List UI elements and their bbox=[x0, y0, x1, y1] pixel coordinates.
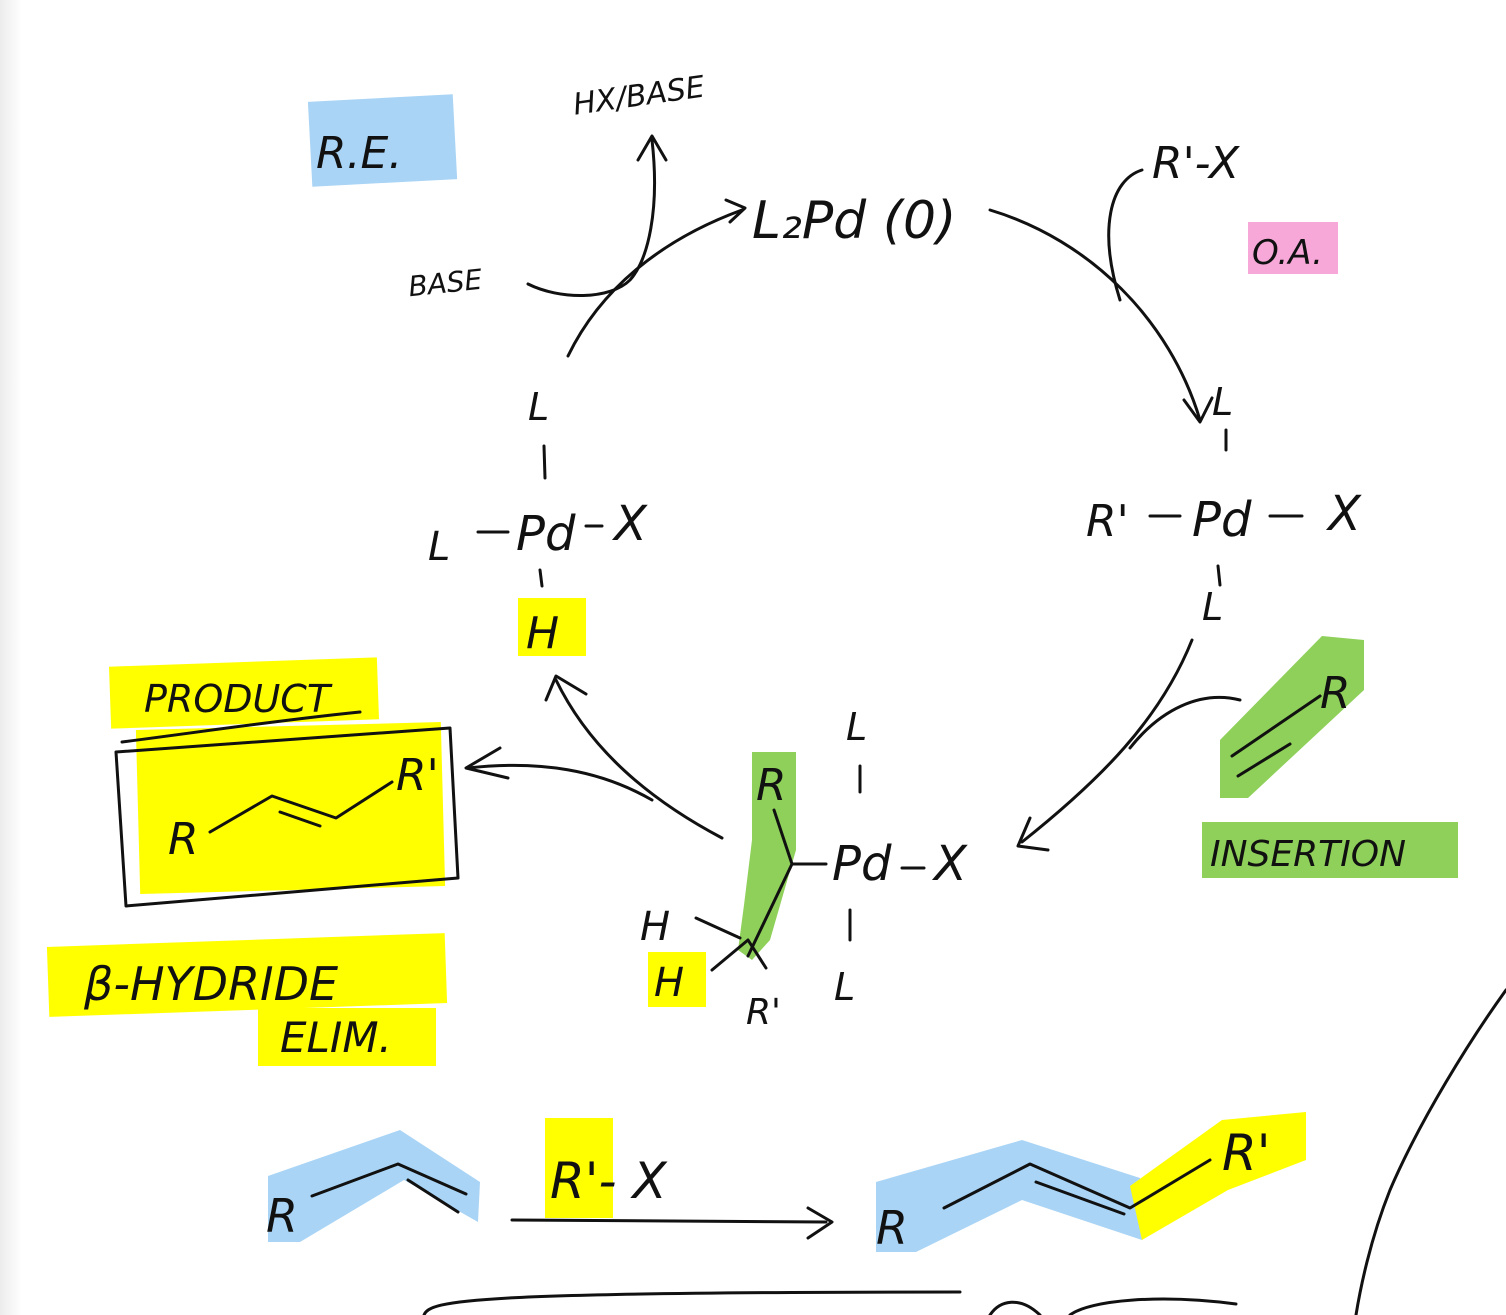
oa-complex-pd: Pd bbox=[1192, 492, 1252, 548]
product-alkene-yellow-highlight bbox=[1130, 1112, 1306, 1240]
oa-complex-top-l: L bbox=[1212, 380, 1233, 424]
reactant-alkene-highlight bbox=[268, 1130, 480, 1242]
oa-complex-bottom-l: L bbox=[1202, 585, 1223, 629]
left-edge-shadow bbox=[0, 0, 22, 1315]
cycle-arrowhead-top bbox=[724, 198, 747, 224]
beta-hydride-highlight-2 bbox=[258, 1008, 436, 1066]
alkene-reagent-r: R bbox=[1320, 668, 1351, 719]
product-arrow bbox=[466, 763, 654, 802]
oa-highlight bbox=[1248, 222, 1338, 274]
cycle-arrowhead-left bbox=[544, 674, 588, 702]
hx-base-arrowhead bbox=[636, 134, 668, 162]
insertion-r-highlight bbox=[738, 752, 796, 960]
product-alkene-blue-highlight bbox=[876, 1140, 1142, 1252]
insertion-complex-top-l: L bbox=[846, 705, 867, 749]
oa-complex-r: R' bbox=[1086, 496, 1129, 547]
hydride-h-highlight bbox=[518, 598, 586, 656]
overall-product-r: R bbox=[876, 1201, 908, 1255]
oa-complex: L R' Pd X L bbox=[1086, 380, 1362, 629]
right-long-stroke bbox=[1354, 988, 1506, 1315]
beta-hydride-label-1: β-HYDRIDE bbox=[83, 957, 338, 1011]
product-underline bbox=[120, 710, 362, 744]
alkene-reagent: R bbox=[1230, 668, 1351, 778]
alkene-reagent-curve bbox=[1128, 695, 1242, 750]
insertion-label: INSERTION bbox=[1210, 834, 1406, 875]
cycle-arrowhead-bottom-right bbox=[1016, 816, 1050, 852]
base-in-arrow bbox=[526, 138, 657, 298]
overall-reagent: R'- X bbox=[550, 1152, 668, 1210]
re-highlight bbox=[307, 94, 458, 187]
cycle-arc-bottom-left bbox=[554, 678, 724, 840]
hydride-complex-pd: Pd bbox=[516, 506, 576, 562]
product-arrowhead bbox=[464, 746, 510, 780]
product-structure-highlight bbox=[135, 722, 446, 894]
insertion-complex-r: R bbox=[756, 760, 787, 811]
insertion-complex-h1: H bbox=[640, 904, 670, 950]
cycle-arc-top-left bbox=[566, 208, 744, 358]
insertion-h-highlight bbox=[648, 952, 706, 1007]
product-structure-r: R bbox=[168, 814, 199, 865]
base-label: BASE bbox=[407, 263, 484, 304]
r-prime-x-highlight bbox=[545, 1118, 613, 1218]
hydride-complex-x: X bbox=[611, 496, 648, 552]
product-structure-r-prime: R' bbox=[396, 750, 439, 801]
overall-product-r-prime: R' bbox=[1222, 1124, 1271, 1182]
beta-hydride-highlight-1 bbox=[46, 933, 448, 1017]
catalyst-label: L₂Pd (0) bbox=[752, 191, 956, 251]
cycle-arc-bottom-right bbox=[1020, 638, 1194, 844]
hydride-complex: L L Pd X H bbox=[428, 385, 648, 659]
insertion-label-highlight bbox=[1202, 822, 1458, 878]
oa-reagent-curve bbox=[1107, 168, 1144, 302]
overall-reactant-r: R bbox=[266, 1189, 298, 1243]
oa-reagent-label: R'-X bbox=[1152, 138, 1240, 189]
oa-label: O.A. bbox=[1252, 233, 1323, 273]
hx-base-label: HX/BASE bbox=[571, 70, 707, 123]
product-box bbox=[114, 726, 460, 908]
hydride-complex-left-l: L bbox=[428, 524, 450, 570]
insertion-complex: L R Pd X L H H R' bbox=[640, 705, 968, 1033]
oa-complex-x: X bbox=[1325, 486, 1362, 542]
overall-reaction: R R'- X R R' bbox=[266, 1124, 1271, 1255]
insertion-complex-h2: H bbox=[654, 960, 684, 1006]
hydride-complex-h: H bbox=[526, 608, 559, 659]
hydride-complex-top-l: L bbox=[528, 385, 549, 429]
beta-hydride-label-2: ELIM. bbox=[280, 1013, 392, 1062]
product-label-highlight bbox=[108, 657, 380, 729]
insertion-complex-bottom-l: L bbox=[834, 965, 855, 1009]
insertion-complex-pd: Pd bbox=[832, 836, 892, 892]
product-label: PRODUCT bbox=[144, 677, 333, 721]
cycle-arc-top-right bbox=[988, 208, 1202, 422]
product-structure: R R' bbox=[168, 750, 439, 865]
insertion-complex-r-prime: R' bbox=[746, 992, 781, 1033]
re-label: R.E. bbox=[316, 128, 402, 179]
alkene-reagent-highlight bbox=[1220, 636, 1364, 798]
insertion-complex-x: X bbox=[931, 836, 968, 892]
bottom-cut-stroke bbox=[422, 1290, 962, 1315]
bottom-cut-scribble bbox=[988, 1297, 1238, 1315]
cycle-arrowhead-right bbox=[1182, 396, 1214, 424]
